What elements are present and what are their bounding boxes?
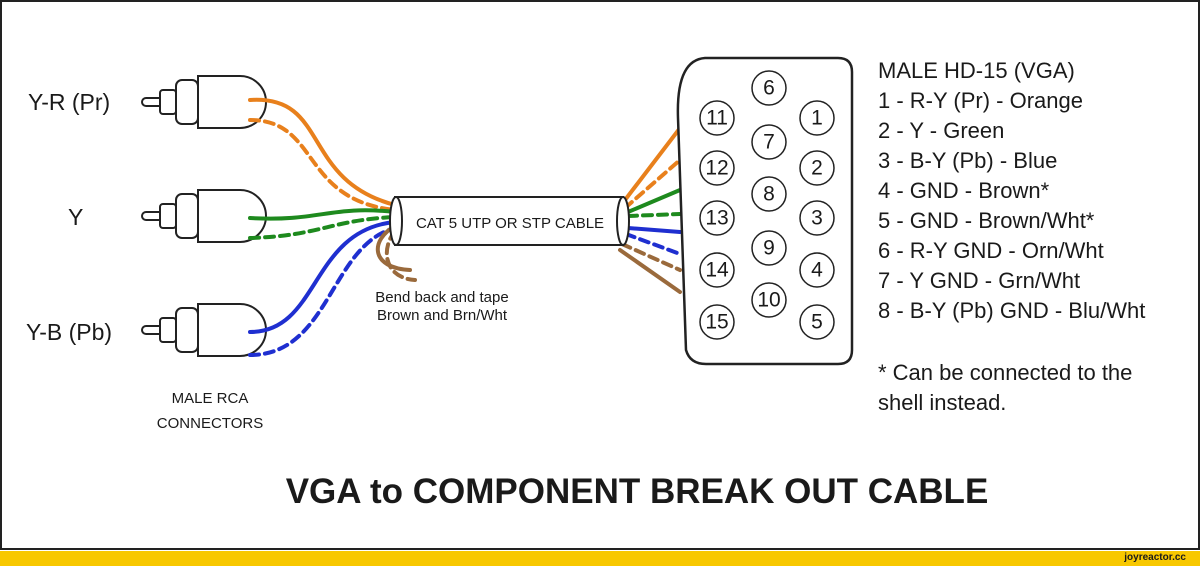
legend-note-2: shell instead.: [878, 390, 1006, 415]
legend-line-4: 4 - GND - Brown*: [878, 178, 1050, 203]
legend-line-2: 2 - Y - Green: [878, 118, 1004, 143]
vga-pin-9-label: 9: [763, 237, 775, 260]
wire-orange-white-right: [623, 158, 682, 210]
legend-line-7: 7 - Y GND - Grn/Wht: [878, 268, 1080, 293]
legend-note-1: * Can be connected to the: [878, 360, 1132, 385]
wire-brown-white-right: [620, 242, 682, 272]
vga-pin-9-hole: [751, 230, 787, 266]
vga-pin-13-hole: [699, 200, 735, 236]
vga-pin-2-label: 2: [811, 157, 823, 180]
wire-blue-left: [248, 220, 397, 334]
wire-green-left: [248, 208, 397, 221]
vga-pin-11-hole: [699, 100, 735, 136]
legend-line-8: 8 - B-Y (Pb) GND - Blu/Wht: [878, 298, 1145, 323]
wire-brown-right: [618, 248, 682, 294]
vga-pin-11-label: 11: [706, 107, 728, 130]
wire-green-white-left: [248, 215, 397, 240]
legend-line-6: 6 - R-Y GND - Orn/Wht: [878, 238, 1104, 263]
pinout-legend: MALE HD-15 (VGA) 1 - R-Y (Pr) - Orange 2…: [878, 58, 1145, 415]
vga-pin-1-label: 1: [811, 107, 823, 130]
cable-note-1: Bend back and tape: [375, 289, 508, 306]
cat5-cable: [389, 196, 630, 246]
wire-orange-white-left: [248, 118, 397, 212]
vga-pin-3-hole: [799, 200, 835, 236]
wire-green-white-right: [626, 212, 682, 218]
vga-pin-12-label: 12: [705, 157, 728, 180]
vga-pin-14-hole: [699, 252, 735, 288]
wire-orange-left: [248, 97, 397, 207]
rca-connectors-label-1: MALE RCA: [172, 390, 249, 407]
cable-note-2: Brown and Brn/Wht: [377, 307, 508, 324]
vga-pin-2-hole: [799, 150, 835, 186]
wire-brown-bent: [375, 224, 412, 272]
rca-connector-pr: [141, 75, 267, 129]
vga-pin-7-hole: [751, 124, 787, 160]
vga-pin-4-hole: [799, 252, 835, 288]
vga-pin-8-hole: [751, 176, 787, 212]
legend-line-1: 1 - R-Y (Pr) - Orange: [878, 88, 1083, 113]
wire-blue-white-right: [624, 232, 682, 256]
vga-pin-15-hole: [699, 304, 735, 340]
legend-line-5: 5 - GND - Brown/Wht*: [878, 208, 1095, 233]
cable-label: CAT 5 UTP OR STP CABLE: [416, 215, 604, 232]
rca-connector-y: [141, 189, 267, 243]
vga-pin-5-label: 5: [811, 311, 823, 334]
rca-connectors-label-2: CONNECTORS: [157, 415, 263, 432]
vga-pin-10-hole: [751, 282, 787, 318]
legend-heading: MALE HD-15 (VGA): [878, 58, 1075, 83]
legend-line-3: 3 - B-Y (Pb) - Blue: [878, 148, 1057, 173]
footer-site[interactable]: joyreactor.cc: [1124, 552, 1186, 563]
wire-blue-right: [626, 226, 682, 234]
wire-orange-right: [623, 126, 682, 202]
vga-pin-4-label: 4: [811, 259, 823, 282]
rca-label-pr: Y-R (Pr): [28, 89, 110, 115]
vga-pin-3-label: 3: [811, 207, 823, 230]
vga-pin-1-hole: [799, 100, 835, 136]
wire-green-right: [626, 188, 682, 214]
vga-pin-12-hole: [699, 150, 735, 186]
diagram-title: VGA to COMPONENT BREAK OUT CABLE: [286, 472, 989, 511]
footer-bar: joyreactor.cc: [0, 551, 1200, 566]
rca-label-pb: Y-B (Pb): [26, 319, 112, 345]
vga-pin-13-label: 13: [705, 207, 728, 230]
vga-pin-8-label: 8: [763, 183, 775, 206]
vga-pin-10-label: 10: [757, 289, 780, 312]
vga-pin-15-label: 15: [705, 311, 728, 334]
vga-pin-14-label: 14: [705, 259, 729, 282]
vga-pin-6-hole: [751, 70, 787, 106]
rca-label-y: Y: [68, 204, 83, 230]
vga-pin-5-hole: [799, 304, 835, 340]
vga-pin-6-label: 6: [763, 77, 775, 100]
vga-pin-7-label: 7: [763, 131, 775, 154]
rca-connector-pb: [141, 303, 267, 357]
